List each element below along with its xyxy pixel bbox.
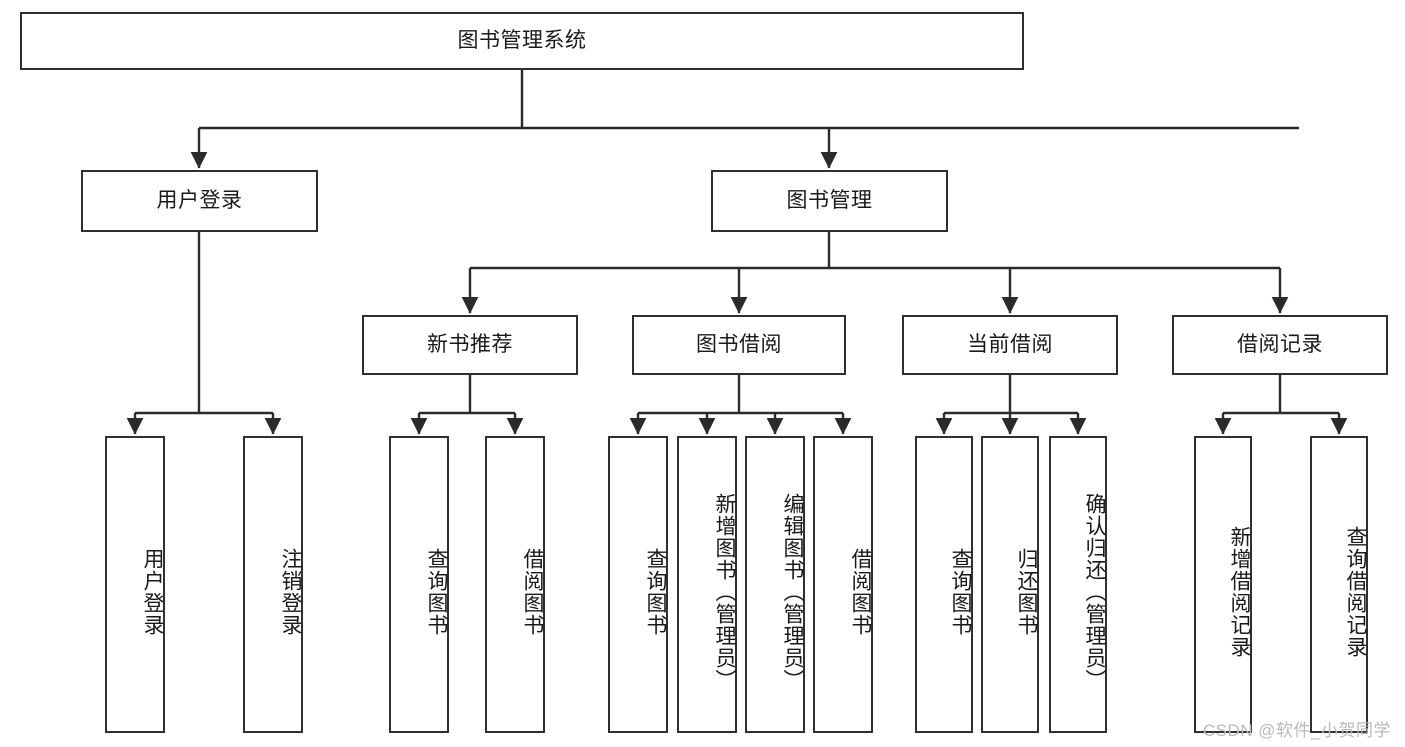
node-borrow-record[interactable]: 借阅记录 (1172, 315, 1388, 375)
node-leaf-query-book-1[interactable]: 查询图书 (389, 436, 449, 733)
node-leaf-borrow-book-1-label: 借阅图书 (521, 547, 544, 636)
node-leaf-borrow-book-2[interactable]: 借阅图书 (813, 436, 873, 733)
node-leaf-add-book[interactable]: 新增图书（管理员） (677, 436, 737, 733)
node-leaf-query-book-2[interactable]: 查询图书 (608, 436, 668, 733)
node-leaf-query-book-2-label: 查询图书 (644, 547, 667, 636)
node-leaf-add-record-label: 新增借阅记录 (1228, 525, 1251, 658)
node-user-login-label: 用户登录 (156, 189, 243, 213)
node-user-login[interactable]: 用户登录 (81, 170, 318, 232)
node-leaf-query-book-1-label: 查询图书 (425, 547, 448, 636)
node-leaf-confirm-return[interactable]: 确认归还（管理员） (1049, 436, 1107, 733)
node-leaf-borrow-book-1[interactable]: 借阅图书 (485, 436, 545, 733)
node-root-label: 图书管理系统 (457, 29, 587, 53)
node-leaf-add-book-label: 新增图书（管理员） (713, 492, 736, 691)
node-leaf-return-book[interactable]: 归还图书 (981, 436, 1039, 733)
node-book-borrow[interactable]: 图书借阅 (632, 315, 846, 375)
node-leaf-edit-book-label: 编辑图书（管理员） (781, 492, 804, 691)
node-leaf-user-login-label: 用户登录 (141, 547, 164, 636)
node-leaf-borrow-book-2-label: 借阅图书 (849, 547, 872, 636)
node-leaf-query-book-3-label: 查询图书 (949, 547, 972, 636)
node-leaf-logout-label: 注销登录 (279, 547, 302, 636)
node-new-book-rec-label: 新书推荐 (427, 333, 513, 357)
node-leaf-query-record-label: 查询借阅记录 (1344, 525, 1367, 658)
node-root[interactable]: 图书管理系统 (20, 12, 1024, 70)
node-leaf-add-record[interactable]: 新增借阅记录 (1194, 436, 1252, 733)
node-leaf-confirm-return-label: 确认归还（管理员） (1083, 492, 1106, 691)
node-book-manage[interactable]: 图书管理 (711, 170, 948, 232)
node-book-borrow-label: 图书借阅 (696, 333, 782, 357)
node-current-borrow[interactable]: 当前借阅 (902, 315, 1118, 375)
node-current-borrow-label: 当前借阅 (967, 333, 1053, 357)
node-leaf-query-book-3[interactable]: 查询图书 (915, 436, 973, 733)
node-new-book-rec[interactable]: 新书推荐 (362, 315, 578, 375)
node-leaf-logout[interactable]: 注销登录 (243, 436, 303, 733)
node-borrow-record-label: 借阅记录 (1237, 333, 1323, 357)
watermark-text: CSDN @软件_小贺同学 (1202, 721, 1391, 740)
node-leaf-return-book-label: 归还图书 (1015, 547, 1038, 636)
node-book-manage-label: 图书管理 (786, 189, 873, 213)
node-leaf-user-login[interactable]: 用户登录 (105, 436, 165, 733)
node-leaf-query-record[interactable]: 查询借阅记录 (1310, 436, 1368, 733)
node-leaf-edit-book[interactable]: 编辑图书（管理员） (745, 436, 805, 733)
